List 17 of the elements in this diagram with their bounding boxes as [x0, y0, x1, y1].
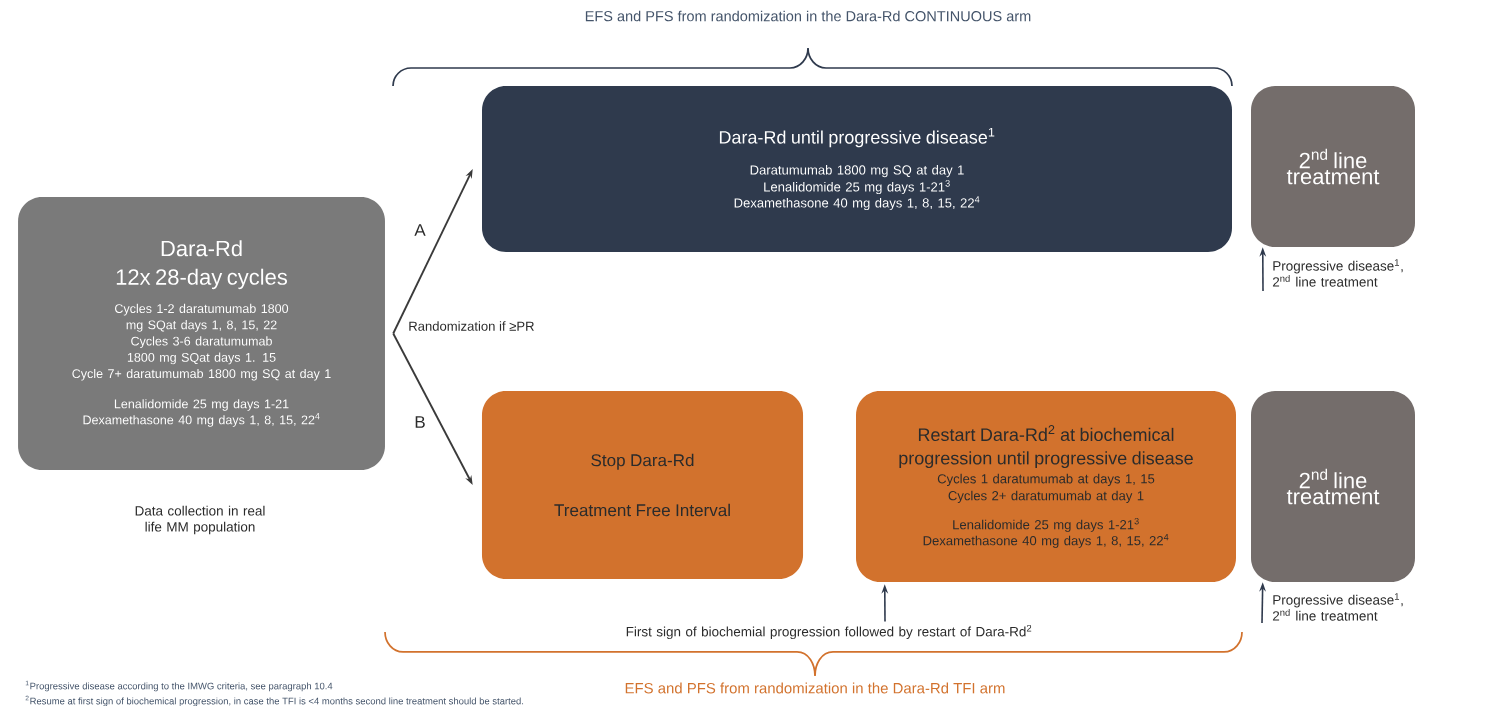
treatment-box: Dara-Rd until progressive disease$^{1}$ Daratumumab 1800 mg SQ at day 1 Lenalidomide 25 mg days 1-21$^{3}$ Dexamethasone 40 mg days 1, 8, 15, 22$^{4}$ — [482, 86, 1232, 252]
treatment-box: 2$^{nd}$ line treatment — [1251, 85, 1415, 248]
edge-label: B — [413, 414, 428, 430]
treatment-box: Restart Dara-Rd$^{2}$ at biochemical progression until progressive disease Cycles 1 daratumumab at days 1, 15 Cycles 2+ daratumumab at day 1 Lenalidomide 25 mg days 1-21$^{3}$ Dexamethasone 40 mg days 1, 8, 15, 22$^{4}$ — [856, 391, 1236, 582]
treatment-box: Stop Dara-Rd Treatment Free Interval — [482, 391, 804, 579]
note-text: Progressive disease$^{1}$, 2$^{nd}$ line treatment — [1272, 259, 1403, 287]
treatment-box: 2$^{nd}$ line treatment — [1251, 391, 1415, 582]
text-label: Randomization if ≥PR — [409, 321, 534, 331]
text-label: EFS and PFS from randomization in the Dara-Rd TFI arm — [625, 682, 1005, 694]
text-label: $^{1}$Progressive disease according to the IMWG criteria, see paragraph 10.4 — [25, 680, 333, 692]
note-text: Progressive disease$^{1}$, 2$^{nd}$ line treatment — [1272, 593, 1403, 621]
node-label: Data collection in real life MM population — [135, 505, 265, 535]
text-label: $^{2}$Resume at first sign of biochemical progression, in case the TFI is <4 months second line treatment should be started. — [25, 695, 524, 706]
treatment-box: Dara-Rd 12x 28-day cycles Cycles 1-2 daratumumab 1800 mg SQat days 1, 8, 15, 22 Cycles 3-6 daratumumab 1800 mg SQat days 1. 15 Cycle 7+ daratumumab 1800 mg SQ at day 1 Lenalidomide 25 mg days 1-21 Dexamethasone 40 mg days 1, 8, 15, 22$^{4}$ — [18, 196, 385, 471]
note-text: First sign of biochemial progression followed by restart of Dara-Rd$^{2}$ — [626, 624, 1032, 640]
edge-label: A — [413, 222, 428, 238]
text-label: EFS and PFS from randomization in the Dara-Rd CONTINUOUS arm — [585, 10, 1031, 22]
